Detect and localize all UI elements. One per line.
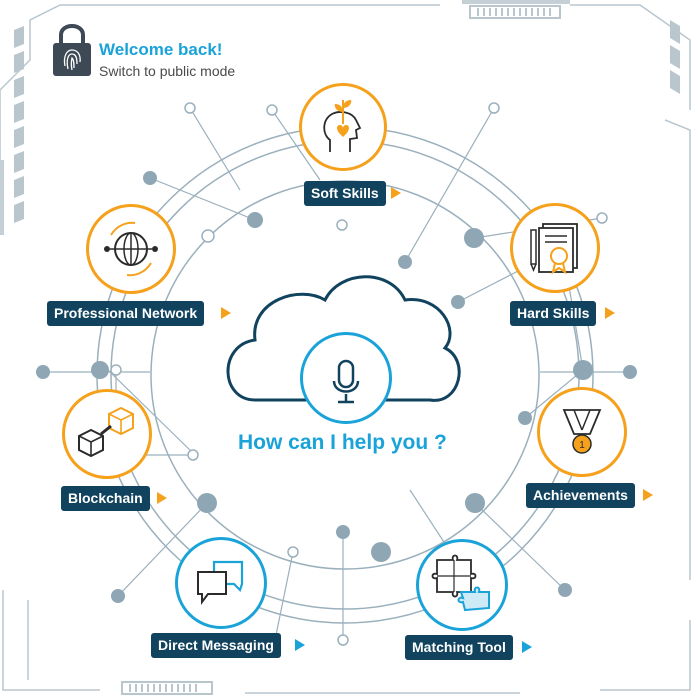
direct-messaging-label[interactable]: Direct Messaging [151, 633, 281, 658]
professional-network-node[interactable] [86, 204, 176, 294]
head-plant-icon [323, 100, 362, 152]
fingerprint-lock-icon [53, 24, 91, 76]
blocks-chain-icon [78, 406, 134, 458]
achievements-arrow-icon [643, 489, 653, 501]
puzzle-icon [431, 554, 490, 612]
matching-tool-label[interactable]: Matching Tool [405, 635, 513, 660]
professional-network-label[interactable]: Professional Network [47, 301, 205, 326]
svg-text:1: 1 [579, 440, 585, 451]
blockchain-node[interactable] [62, 389, 152, 479]
welcome-title: Welcome back! [99, 40, 223, 59]
chat-bubbles-icon [197, 560, 244, 605]
soft-skills-node[interactable] [299, 83, 387, 171]
blockchain-label[interactable]: Blockchain [61, 486, 150, 511]
medal-icon: 1 [562, 409, 602, 454]
professional-network-arrow-icon [221, 307, 231, 319]
direct-messaging-node[interactable] [175, 537, 267, 629]
blockchain-arrow-icon [157, 492, 167, 504]
certificate-icon [530, 223, 578, 275]
hard-skills-node[interactable] [510, 203, 600, 293]
microphone-icon [332, 359, 360, 404]
switch-mode-link[interactable]: Switch to public mode [99, 63, 236, 79]
hard-skills-arrow-icon [605, 307, 615, 319]
achievements-label[interactable]: Achievements [526, 483, 635, 508]
matching-tool-arrow-icon [522, 641, 532, 653]
microphone-button[interactable] [300, 332, 392, 424]
direct-messaging-arrow-icon [295, 639, 305, 651]
achievements-node[interactable]: 1 [537, 387, 627, 477]
soft-skills-label[interactable]: Soft Skills [304, 181, 386, 206]
hard-skills-label[interactable]: Hard Skills [510, 301, 597, 326]
globe-network-icon [104, 221, 158, 277]
matching-tool-node[interactable] [416, 539, 508, 631]
assistant-prompt: How can I help you ? [238, 431, 447, 454]
soft-skills-arrow-icon [391, 187, 401, 199]
